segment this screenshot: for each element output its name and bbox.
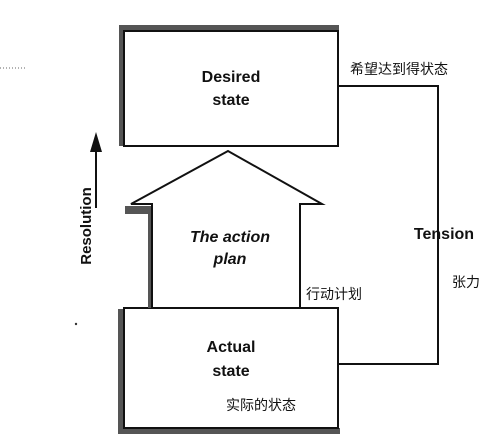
action-plan-arrow: The action plan	[125, 149, 326, 309]
tension-label: Tension	[414, 226, 474, 243]
desired-state-label-line1: Desired	[202, 69, 261, 86]
action-plan-label-line2: plan	[213, 251, 247, 268]
actual-state-label-line2: state	[212, 363, 249, 380]
tension-annotation: 张力	[452, 275, 480, 291]
resolution-indicator: Resolution	[78, 132, 102, 265]
desired-state-label-line2: state	[212, 92, 249, 109]
scan-dot	[74, 322, 78, 326]
tension-line	[338, 85, 439, 365]
desired-state-annotation: 希望达到得状态	[350, 61, 448, 78]
desired-state-box: Desired state	[119, 25, 339, 147]
up-arrow-icon	[90, 132, 102, 152]
actual-state-annotation: 实际的状态	[226, 398, 296, 414]
action-plan-annotation: 行动计划	[306, 287, 362, 303]
actual-state-label-line1: Actual	[207, 339, 256, 356]
resolution-label: Resolution	[78, 187, 95, 265]
actual-state-box: Actual state	[118, 307, 340, 434]
action-plan-label-line1: The action	[190, 229, 270, 246]
